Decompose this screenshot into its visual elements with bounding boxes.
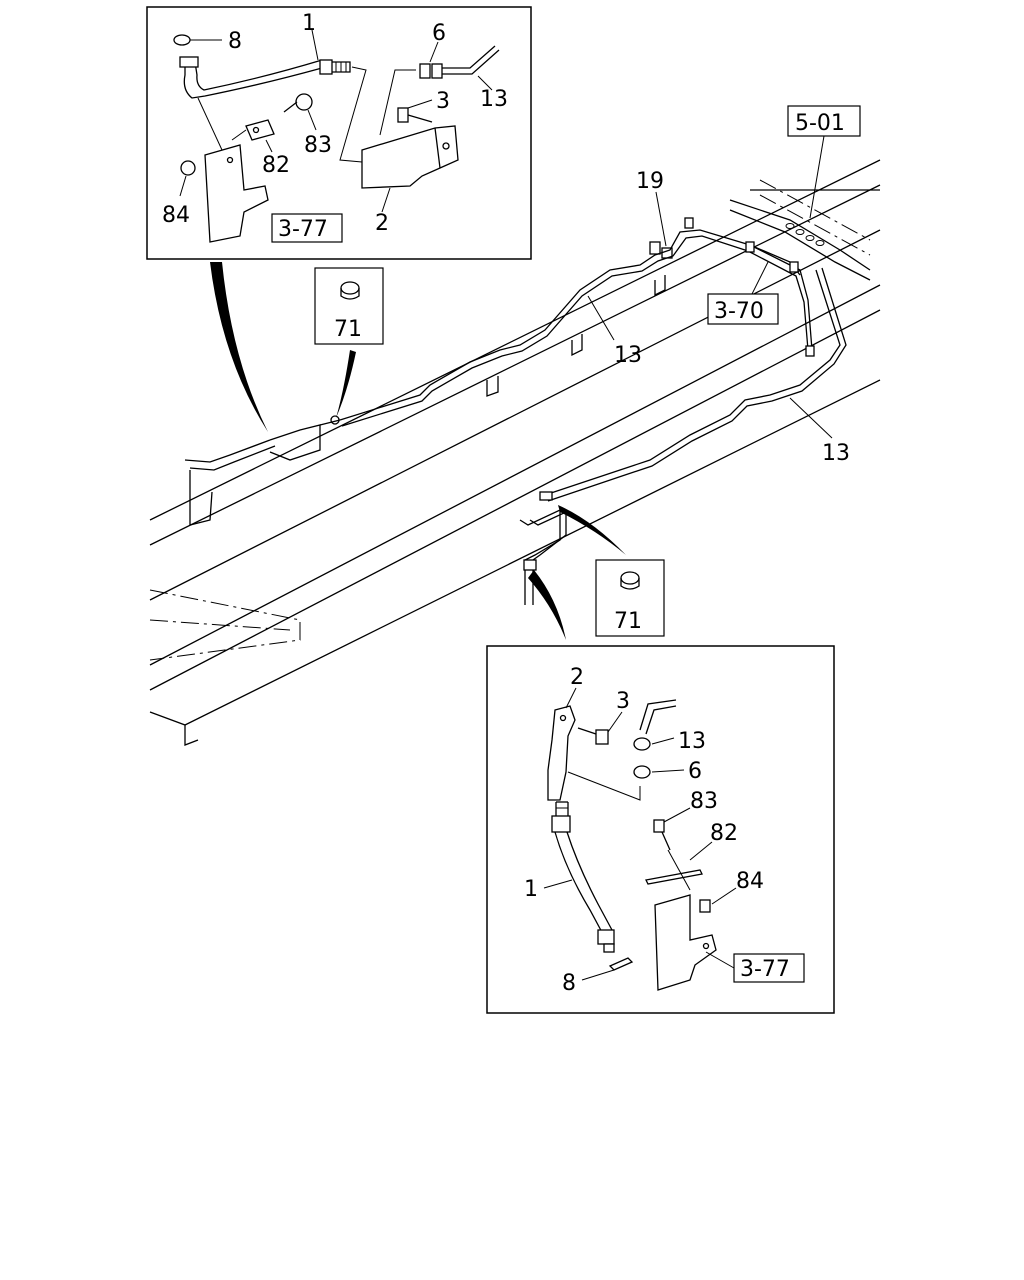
callout-nut-b2: 6 bbox=[688, 759, 702, 784]
callout-clip: 8 bbox=[228, 29, 242, 54]
callout-bolt: 3 bbox=[436, 89, 450, 114]
mount-plate-part-b bbox=[654, 849, 717, 991]
grommet-box-lower: 71 bbox=[595, 559, 665, 637]
bolt-part-b bbox=[577, 727, 609, 745]
clip-part-b bbox=[608, 957, 634, 971]
hose-part-b bbox=[551, 801, 615, 953]
ref-box-3-70 bbox=[707, 293, 779, 325]
callout-bracket-b: 2 bbox=[570, 665, 584, 690]
bracket-part bbox=[361, 125, 459, 189]
callout-grommet-lower: 71 bbox=[614, 609, 642, 634]
lower-pipe bbox=[544, 267, 847, 502]
callout-pipe-upper: 13 bbox=[614, 343, 642, 368]
bolt-b-part-b bbox=[653, 819, 671, 851]
hose-part bbox=[179, 56, 351, 99]
pointer-bottom bbox=[528, 570, 566, 640]
callout-pipe-lower: 13 bbox=[822, 441, 850, 466]
pipe-part-b bbox=[633, 699, 677, 751]
callout-nut-b-b: 84 bbox=[736, 869, 764, 894]
ref-box-top-inset bbox=[271, 213, 343, 243]
plate-part bbox=[245, 119, 275, 141]
callout-plate: 82 bbox=[262, 153, 290, 178]
callout-plate-b: 82 bbox=[710, 821, 738, 846]
ref-box-bottom-inset bbox=[733, 953, 805, 983]
bottom-inset: 2 3 13 6 83 82 bbox=[486, 645, 835, 1014]
grommet-box-upper: 71 bbox=[314, 267, 384, 345]
pipe-part bbox=[442, 45, 496, 69]
callout-grommet-upper: 71 bbox=[334, 317, 362, 342]
callout-nut-b: 84 bbox=[162, 203, 190, 228]
nut-b-part-b bbox=[699, 899, 711, 913]
callout-bracket: 2 bbox=[375, 211, 389, 236]
callout-bolt-b: 83 bbox=[304, 133, 332, 158]
mount-plate-part bbox=[197, 97, 269, 243]
callout-hose: 1 bbox=[302, 11, 316, 36]
callout-hose-b: 1 bbox=[524, 877, 538, 902]
left-fitting bbox=[184, 415, 341, 526]
callout-bolt-b2: 3 bbox=[616, 689, 630, 714]
nut-part-b bbox=[633, 765, 651, 779]
callout-bolt-b-b: 83 bbox=[690, 789, 718, 814]
nut-part bbox=[419, 63, 431, 79]
callout-pipe: 13 bbox=[480, 87, 508, 112]
callout-pipe-b: 13 bbox=[678, 729, 706, 754]
pointer-top bbox=[210, 262, 268, 432]
top-inset: 8 1 6 13 2 bbox=[146, 6, 532, 260]
ref-box-5-01 bbox=[787, 105, 861, 137]
ref-label-top-inset: 3-77 bbox=[278, 217, 328, 242]
callout-nut: 6 bbox=[432, 21, 446, 46]
pointer-grommet-upper bbox=[336, 350, 356, 418]
pointer-grommet-lower bbox=[558, 505, 626, 555]
callout-connector: 19 bbox=[636, 169, 664, 194]
nut-b-part bbox=[180, 160, 196, 176]
lower-fitting bbox=[519, 491, 567, 605]
callout-clip-b: 8 bbox=[562, 971, 576, 996]
upper-pipe bbox=[339, 217, 815, 427]
bolt-part bbox=[397, 107, 433, 123]
plate-part-b bbox=[645, 869, 703, 885]
bracket-part-b bbox=[547, 705, 576, 801]
ref-label-5-01: 5-01 bbox=[795, 111, 845, 136]
ref-label-3-70: 3-70 bbox=[714, 299, 764, 324]
bolt-b-part bbox=[283, 93, 313, 113]
ref-label-bottom-inset: 3-77 bbox=[740, 957, 790, 982]
